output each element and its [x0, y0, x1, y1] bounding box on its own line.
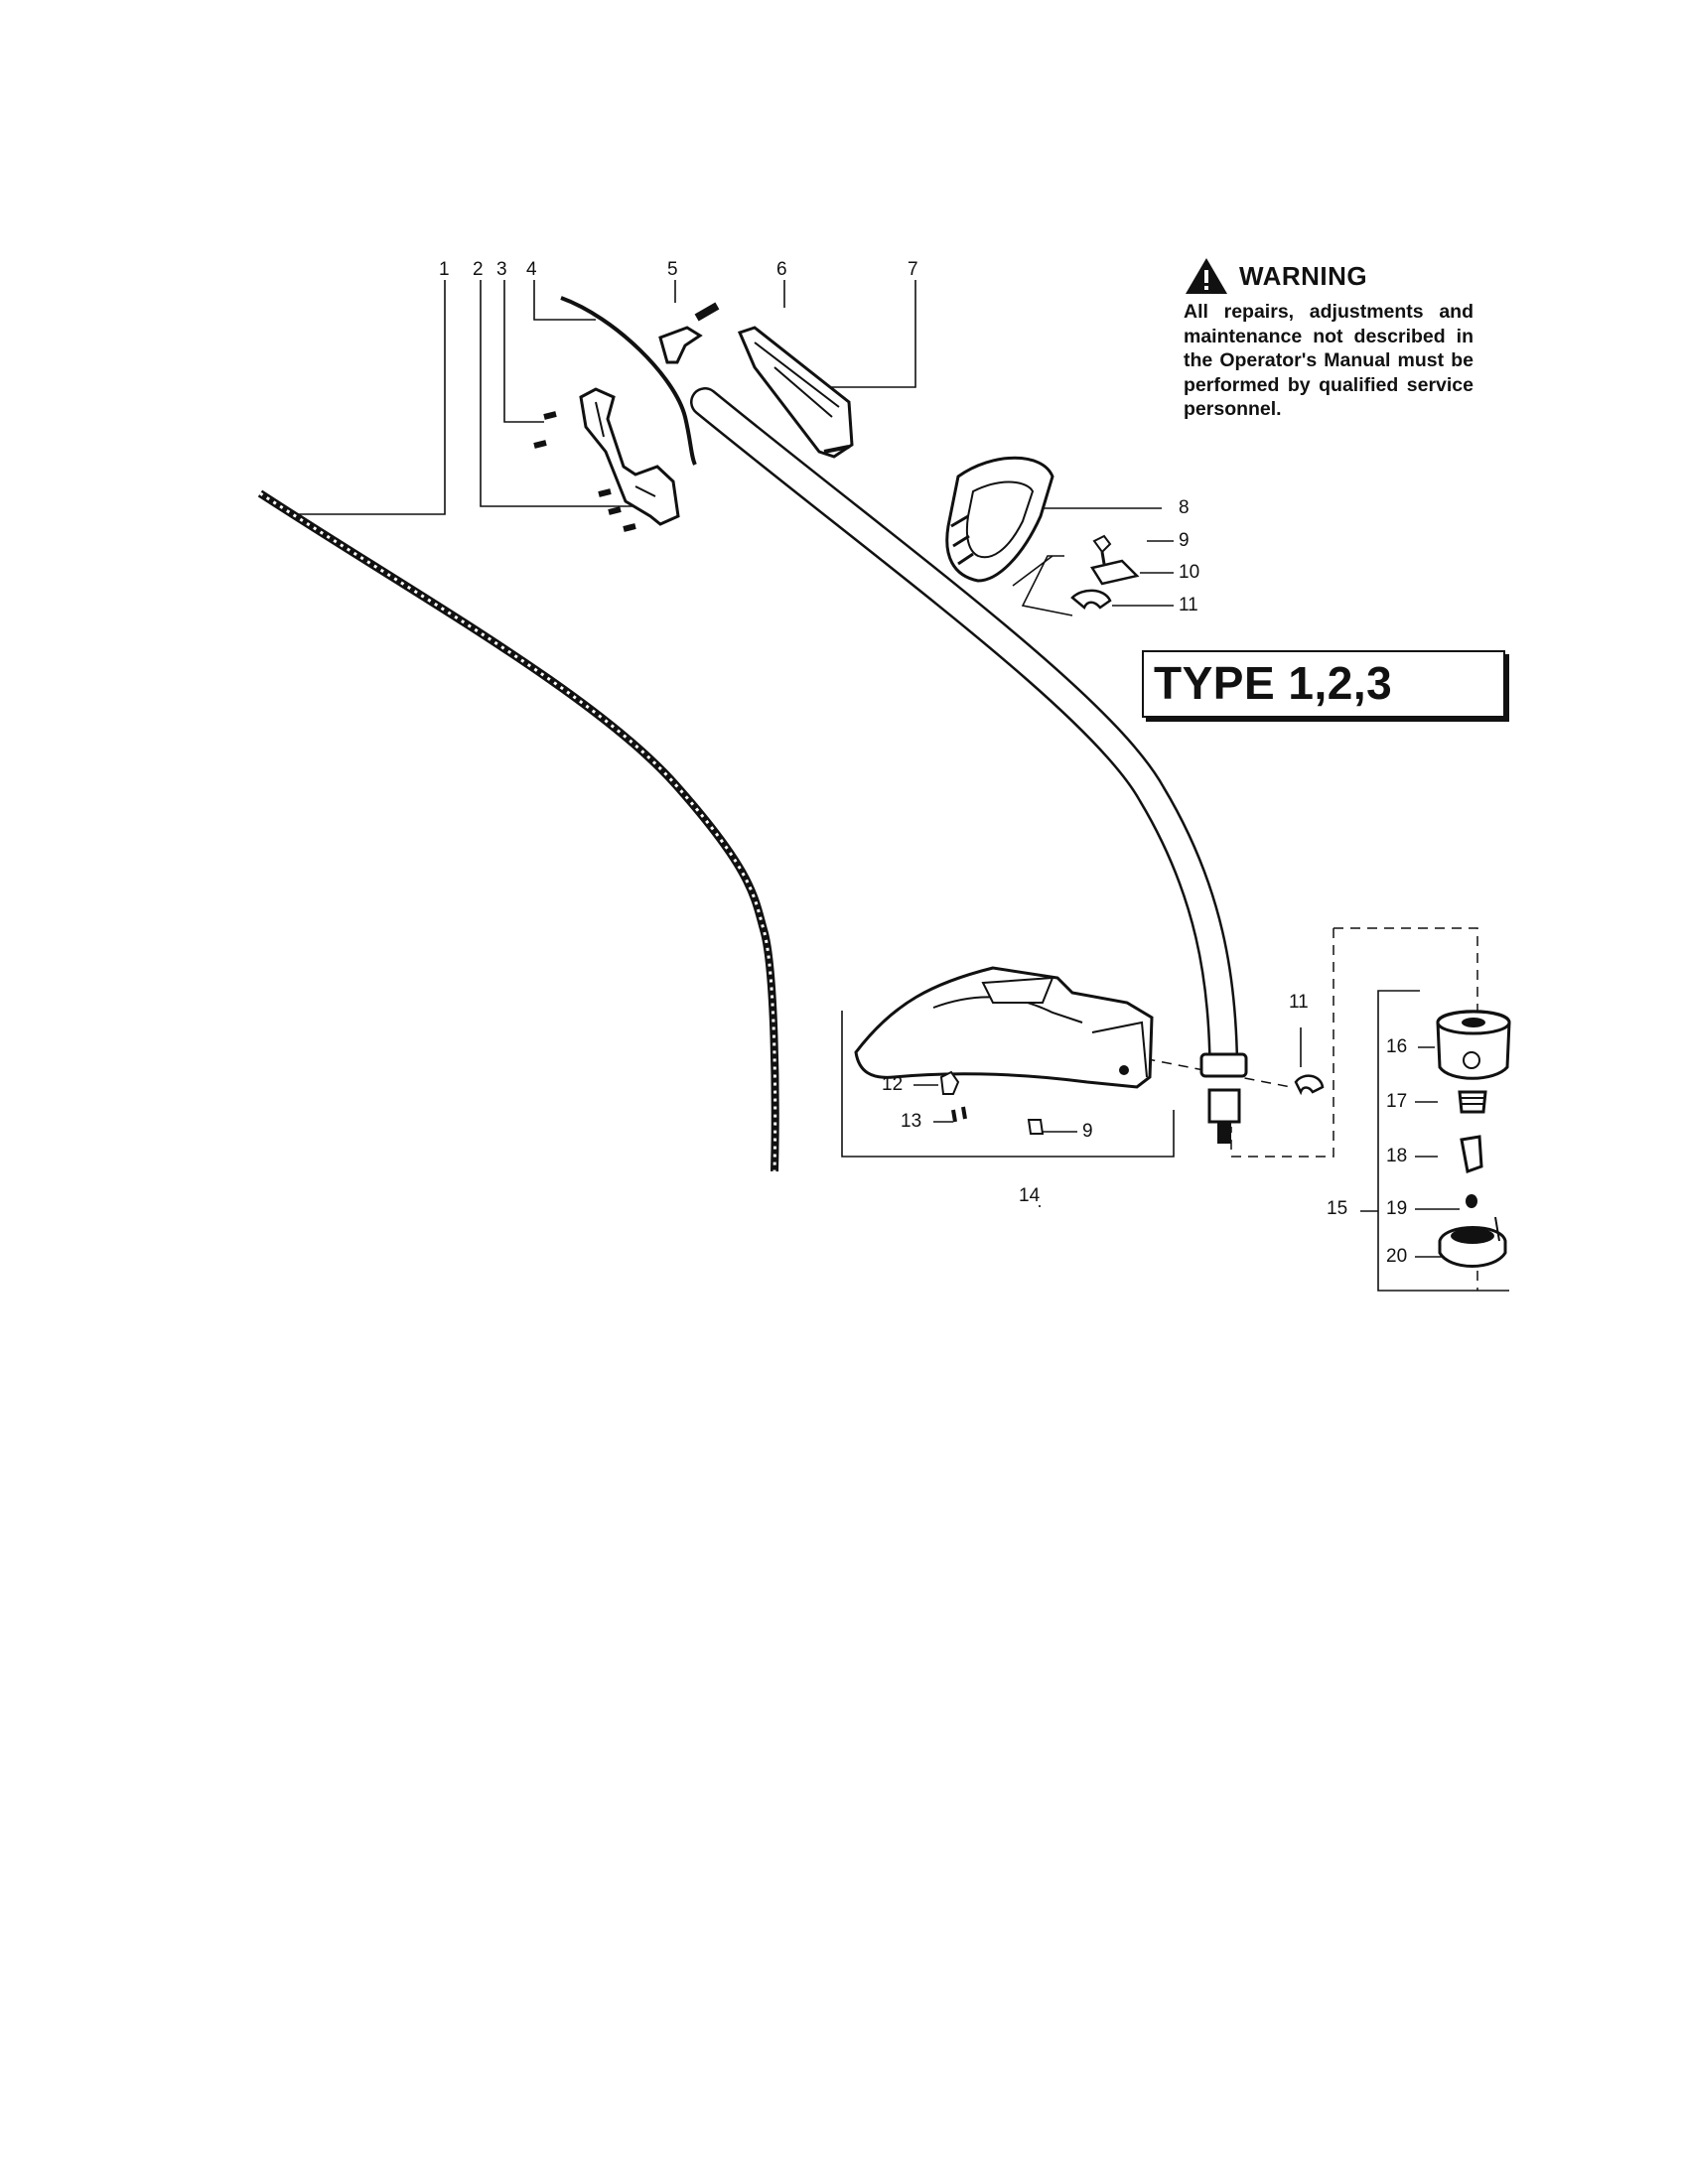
callout-17: 17	[1386, 1091, 1408, 1112]
trigger-part	[658, 302, 720, 364]
trimmer-head-parts	[1436, 1010, 1511, 1268]
callout-7: 7	[908, 259, 918, 280]
callout-11-shaft: 11	[1289, 992, 1309, 1013]
callout-1: 1	[439, 259, 450, 280]
callout-15: 15	[1327, 1198, 1348, 1219]
callout-19: 19	[1386, 1198, 1408, 1219]
type-label-box: TYPE 1,2,3	[1142, 650, 1505, 718]
warning-title: WARNING	[1239, 260, 1368, 291]
drive-shaft-part	[257, 489, 779, 1172]
warning-text: All repairs, adjustments and maintenance…	[1184, 301, 1474, 420]
callout-16: 16	[1386, 1036, 1408, 1057]
callout-3: 3	[496, 259, 507, 280]
throttle-cable-part	[560, 296, 697, 466]
handle-cover-part	[737, 326, 854, 459]
callout-12: 12	[882, 1074, 904, 1095]
handle-hardware-parts	[1070, 534, 1140, 611]
gearbox-part	[1199, 1052, 1325, 1144]
trimmer-guard-part	[854, 966, 1154, 1135]
callout-9-handle: 9	[1179, 530, 1190, 551]
callout-4: 4	[526, 259, 537, 280]
callout-20: 20	[1386, 1246, 1408, 1267]
leader-lines	[298, 280, 1509, 1292]
shaft-tube-part	[690, 387, 1238, 1067]
callout-13: 13	[901, 1111, 922, 1132]
callout-10: 10	[1179, 562, 1200, 583]
callout-11-handle: 11	[1179, 595, 1198, 615]
warning-triangle-icon	[1186, 258, 1227, 294]
callout-5: 5	[667, 259, 678, 280]
callout-6: 6	[776, 259, 787, 280]
dashed-guides	[1111, 927, 1478, 1291]
handle-halves-part	[533, 387, 680, 532]
callout-14: 14	[1019, 1185, 1041, 1206]
type-label: TYPE 1,2,3	[1154, 657, 1393, 709]
warning-notice: WARNING All repairs, adjustments and mai…	[1184, 256, 1481, 422]
callout-9-guard: 9	[1082, 1121, 1093, 1142]
callout-18: 18	[1386, 1146, 1408, 1166]
callout-8: 8	[1179, 497, 1190, 518]
warning-header: WARNING	[1184, 256, 1481, 296]
d-handle-part	[945, 456, 1054, 583]
callout-2: 2	[473, 259, 484, 280]
